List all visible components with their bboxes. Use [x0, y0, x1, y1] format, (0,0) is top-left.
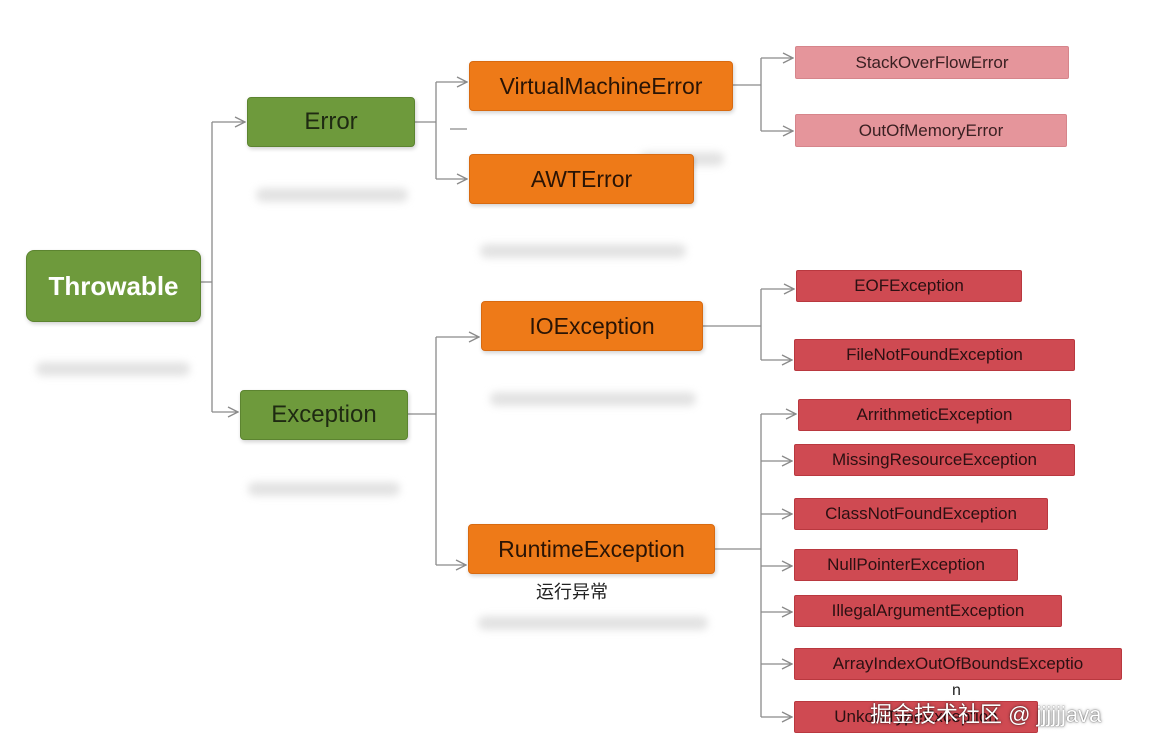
throwable-node: Throwable [26, 250, 201, 322]
illegal-argument-exception-node: IllegalArgumentException [794, 595, 1062, 627]
watermark-text: 掘金技术社区 @ jjjjjjava [870, 702, 1102, 727]
missing-resource-exception-node: MissingResourceException [794, 444, 1075, 476]
blurred-caption [490, 392, 696, 406]
blurred-caption [256, 188, 408, 202]
null-pointer-exception-node: NullPointerException [794, 549, 1018, 581]
awt-error-node: AWTError [469, 154, 694, 204]
array-index-overflow-text: n [952, 682, 961, 699]
blurred-caption [36, 362, 190, 376]
blurred-caption [248, 482, 400, 496]
out-of-memory-error-node: OutOfMemoryError [795, 114, 1067, 147]
exception-node: Exception [240, 390, 408, 440]
file-not-found-exception-node: FileNotFoundException [794, 339, 1075, 371]
blurred-caption [478, 616, 708, 630]
io-exception-node: IOException [481, 301, 703, 351]
arithmetic-exception-node: ArrithmeticException [798, 399, 1071, 431]
eof-exception-node: EOFException [796, 270, 1022, 302]
runtime-exception-note: 运行异常 [536, 582, 608, 602]
stack-overflow-error-node: StackOverFlowError [795, 46, 1069, 79]
error-node: Error [247, 97, 415, 147]
runtime-exception-node: RuntimeException [468, 524, 715, 574]
class-not-found-exception-node: ClassNotFoundException [794, 498, 1048, 530]
unknown-type-exception-node: UnkowTypeException [794, 701, 1038, 733]
array-index-out-of-bounds-exception-node: ArrayIndexOutOfBoundsExceptio [794, 648, 1122, 680]
blurred-caption [480, 244, 686, 258]
virtual-machine-error-node: VirtualMachineError [469, 61, 733, 111]
